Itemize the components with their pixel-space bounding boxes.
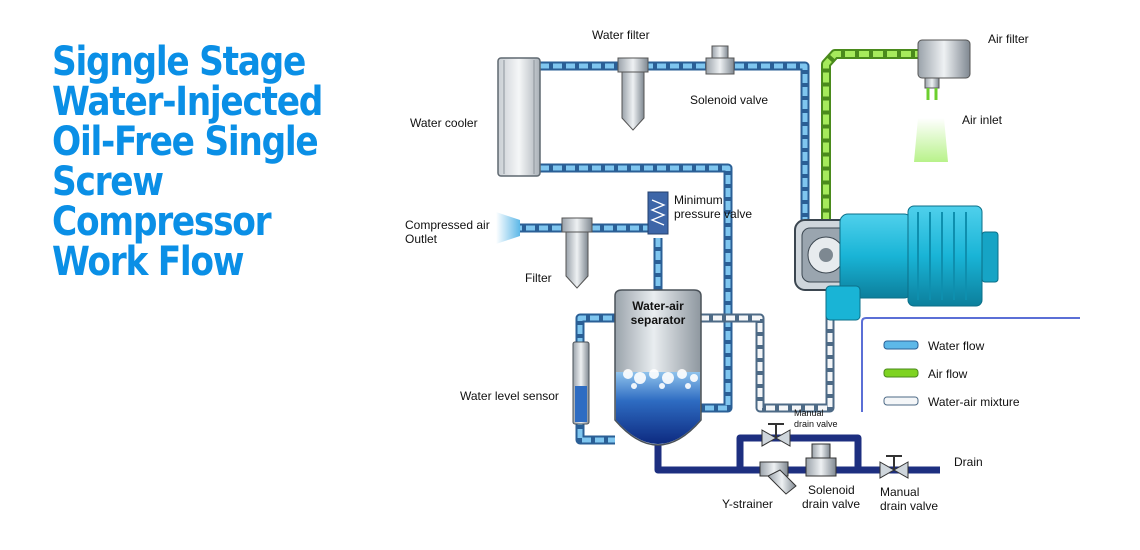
- legend-label: Air flow: [928, 367, 968, 381]
- label-manual-drain-valve-small: Manual: [794, 408, 824, 418]
- label-separator: separator: [631, 313, 686, 327]
- manual-drain-valve-small: [761, 423, 791, 447]
- label-minimum-pressure-valve: Minimum: [674, 193, 723, 207]
- title-line: Screw: [52, 159, 164, 205]
- legend-item-air: Air flow: [883, 367, 968, 381]
- label-water-cooler: Water cooler: [410, 116, 478, 130]
- label-water-filter: Water filter: [592, 28, 650, 42]
- label-air-inlet: Air inlet: [962, 113, 1003, 127]
- air-inlet-icon: [914, 118, 948, 162]
- title-line: Water-Injected: [52, 79, 323, 125]
- title-line: Signgle Stage: [52, 39, 306, 85]
- air-filter: [917, 39, 971, 100]
- compressor-unit: [794, 205, 999, 321]
- diagram-title: Signgle Stage Water-Injected Oil-Free Si…: [52, 42, 336, 282]
- air-outlet-icon: [496, 212, 520, 244]
- label-solenoid-drain-valve: drain valve: [802, 497, 860, 511]
- title-line: Work Flow: [52, 239, 245, 285]
- flow-diagram: Water flow Air flow Water-air mixture Wa…: [405, 28, 1080, 513]
- label-drain: Drain: [954, 455, 983, 469]
- label-manual-drain-valve: Manual: [880, 485, 919, 499]
- solenoid-drain-valve: [805, 443, 837, 477]
- title-line: Oil-Free Single: [52, 119, 319, 165]
- label-manual-drain-valve-small: drain valve: [794, 419, 838, 429]
- legend: Water flow Air flow Water-air mixture: [861, 317, 1080, 412]
- water-pipes: [500, 61, 810, 445]
- drain-pipes: [654, 434, 940, 474]
- label-filter: Filter: [525, 271, 552, 285]
- manual-drain-valve: [879, 455, 909, 479]
- label-y-strainer: Y-strainer: [722, 497, 773, 511]
- label-minimum-pressure-valve: pressure valve: [674, 207, 752, 221]
- water-filter: [617, 57, 649, 131]
- legend-label: Water flow: [928, 339, 985, 353]
- legend-item-water: Water flow: [883, 339, 985, 353]
- label-manual-drain-valve: drain valve: [880, 499, 938, 513]
- label-water-level-sensor: Water level sensor: [460, 389, 559, 403]
- mixture-pipes: [700, 300, 835, 413]
- air-pipe: [821, 49, 925, 228]
- label-compressed-air-outlet: Compressed air: [405, 218, 490, 232]
- title-line: Compressor: [52, 199, 272, 245]
- label-compressed-air-outlet: Outlet: [405, 232, 438, 246]
- label-solenoid-valve: Solenoid valve: [690, 93, 768, 107]
- y-strainer: [759, 461, 797, 495]
- water-air-separator: [614, 289, 702, 446]
- outlet-filter: [561, 217, 593, 289]
- label-separator: Water-air: [632, 299, 684, 313]
- solenoid-valve: [705, 45, 735, 75]
- label-air-filter: Air filter: [988, 32, 1029, 46]
- water-cooler: [497, 57, 541, 177]
- minimum-pressure-valve: [647, 191, 669, 235]
- label-solenoid-drain-valve: Solenoid: [808, 483, 855, 497]
- legend-item-mixture: Water-air mixture: [883, 395, 1020, 409]
- water-level-sensor: [572, 341, 590, 425]
- legend-label: Water-air mixture: [928, 395, 1020, 409]
